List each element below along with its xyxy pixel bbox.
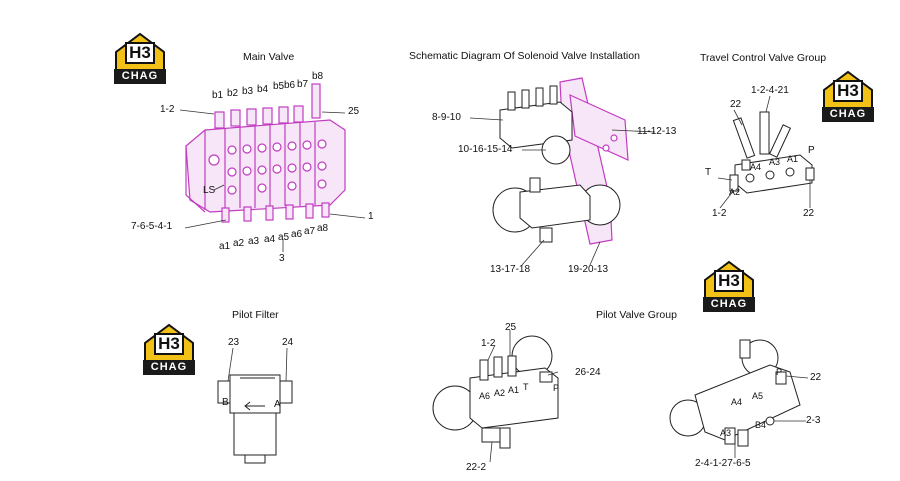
callout-t: T <box>523 382 529 392</box>
pilot-valve-right-drawing <box>669 339 801 447</box>
h3-logo-pilot-filter: H3 CHAG <box>143 323 195 375</box>
schematic-leaders <box>469 117 656 266</box>
h3-logo-travel: H3 CHAG <box>822 70 874 122</box>
callout-2-4-1-27-6-5: 2-4-1-27-6-5 <box>695 458 751 469</box>
h3-logo-pilot-valve: H3 CHAG <box>703 260 755 312</box>
logo-sub: CHAG <box>703 297 755 312</box>
callout-24: 24 <box>282 337 294 348</box>
callout-a2: A2 <box>494 388 506 398</box>
callout-a5: a5 <box>278 232 290 243</box>
logo-sub: CHAG <box>143 360 195 375</box>
callout-ls: LS <box>203 185 216 196</box>
callout-p: P <box>808 145 815 156</box>
callout-a6: a6 <box>291 229 303 240</box>
logo-mark: H3 <box>714 270 744 292</box>
schematic-black <box>492 85 621 243</box>
callout-a8: a8 <box>317 223 329 234</box>
travel-valve-drawing <box>729 111 815 194</box>
logo-mark: H3 <box>125 42 155 64</box>
main-valve-drawing <box>185 83 346 223</box>
callout-13-17-18: 13-17-18 <box>490 264 531 275</box>
callout-a: A <box>274 399 281 410</box>
callout-b4: b4 <box>257 84 269 95</box>
callout-t: T <box>705 167 712 178</box>
callout-19-20-13: 19-20-13 <box>568 264 609 275</box>
callout-p-right: P <box>776 367 783 377</box>
main-valve-title: Main Valve <box>243 51 295 63</box>
callout-a2: A2 <box>729 187 741 197</box>
callout-a1: A1 <box>787 154 799 164</box>
callout-1: 1 <box>368 211 374 222</box>
callout-22-bottom: 22 <box>803 208 815 219</box>
callout-a2: a2 <box>233 238 245 249</box>
logo-sub: CHAG <box>822 107 874 122</box>
pilot-valve-right-leaders <box>734 375 809 458</box>
callout-a4: a4 <box>264 234 276 245</box>
pilot-filter-drawing <box>217 374 293 464</box>
callout-a5: A5 <box>752 391 764 401</box>
callout-23: 23 <box>228 337 240 348</box>
callout-1-2: 1-2 <box>160 104 175 115</box>
travel-leaders <box>717 95 811 209</box>
callout-1-2-4-21: 1-2-4-21 <box>751 85 789 96</box>
callout-b3: b3 <box>242 86 254 97</box>
travel-title: Travel Control Valve Group <box>700 52 827 64</box>
main-valve-leaders <box>179 109 366 252</box>
callout-22-top: 22 <box>730 99 742 110</box>
callout-22-2: 22-2 <box>466 462 487 473</box>
callout-8-9-10: 8-9-10 <box>432 112 461 123</box>
callout-b7: b7 <box>297 79 309 90</box>
callout-1-2: 1-2 <box>481 338 496 349</box>
callout-2-3: 2-3 <box>806 415 821 426</box>
callout-1-2: 1-2 <box>712 208 727 219</box>
callout-b1: b1 <box>212 90 224 101</box>
callout-a4: A4 <box>731 397 743 407</box>
callout-b: B <box>222 397 229 408</box>
callout-b8: b8 <box>312 71 324 82</box>
callout-3: 3 <box>279 253 285 264</box>
callout-a1: A1 <box>508 385 520 395</box>
callout-7-6-5-4-1: 7-6-5-4-1 <box>131 221 173 232</box>
pilot-filter-title: Pilot Filter <box>232 309 279 321</box>
callout-a3: A3 <box>720 428 732 438</box>
callout-a6: A6 <box>479 391 491 401</box>
callout-b4: B4 <box>755 420 767 430</box>
logo-sub: CHAG <box>114 69 166 84</box>
callout-11-12-13: 11-12-13 <box>637 126 677 137</box>
logo-mark: H3 <box>833 80 863 102</box>
callout-b2: b2 <box>227 88 239 99</box>
h3-logo-main-valve: H3 CHAG <box>114 32 166 84</box>
pilot-filter-leaders <box>227 347 288 382</box>
callout-25: 25 <box>348 106 360 117</box>
callout-p: P <box>553 383 560 393</box>
callout-10-16-15-14: 10-16-15-14 <box>458 144 513 155</box>
pilot-valve-title: Pilot Valve Group <box>596 309 677 321</box>
schematic-title: Schematic Diagram Of Solenoid Valve Inst… <box>409 50 640 62</box>
pilot-valve-left-drawing <box>432 335 559 449</box>
callout-26-24: 26-24 <box>575 367 601 378</box>
logo-mark: H3 <box>154 333 184 355</box>
pilot-valve-left-leaders <box>487 330 559 463</box>
callout-a3: a3 <box>248 236 260 247</box>
callout-a7: a7 <box>304 226 316 237</box>
callout-b6: b6 <box>284 80 296 91</box>
callout-b5: b5 <box>273 81 285 92</box>
callout-a3: A3 <box>769 157 781 167</box>
callout-a4: A4 <box>750 162 762 172</box>
callout-22: 22 <box>810 372 822 383</box>
callout-a1: a1 <box>219 241 231 252</box>
callout-25: 25 <box>505 322 517 333</box>
